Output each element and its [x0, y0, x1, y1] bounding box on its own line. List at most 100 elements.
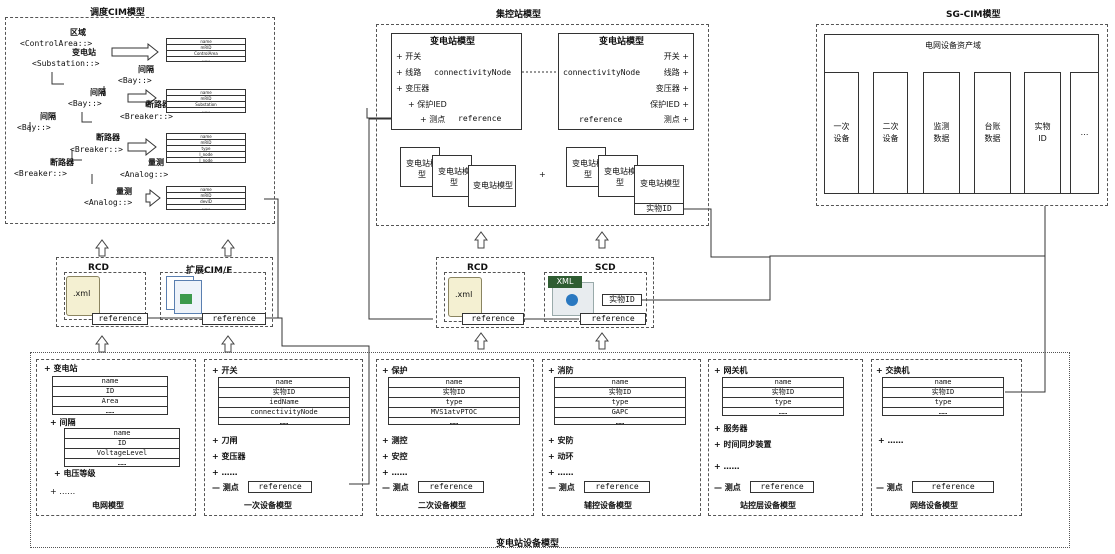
grid-voltage-label: + 电压等级 [54, 469, 96, 478]
aux-item-3: + …… [548, 468, 574, 477]
substation-model-right: 变电站模型 开关 + connectivityNode 线路 + 变压器 + 保… [558, 33, 694, 130]
network-model-panel [871, 359, 1022, 516]
bottom-outer-panel [30, 352, 1070, 548]
dispatch-cim-title: 调度CIM模型 [90, 8, 145, 18]
tree-tag-analog-1: <Analog::> [120, 170, 169, 179]
tree-label-breaker-3: 断路器 [50, 158, 74, 167]
plus-sign: + [539, 170, 546, 179]
rcd-center-reference: reference [462, 313, 524, 325]
secondary-model-caption: 二次设备模型 [418, 501, 466, 510]
sgcim-col-secondary: 二次 设备 [873, 72, 908, 194]
page-stack-left-3: 变电站模型 [468, 165, 516, 207]
tree-label-bay-1: 间隔 [138, 65, 154, 74]
center-panel [376, 24, 709, 226]
primary-model-caption: 一次设备模型 [244, 501, 292, 510]
center-title: 集控站模型 [496, 10, 542, 20]
secondary-model-panel [376, 359, 534, 516]
sgcim-col-ledger: 台账 数据 [974, 72, 1011, 194]
grid-model-panel [36, 359, 196, 516]
tree-tag-bay-3: <Bay::> [17, 123, 51, 132]
station-item-3: + …… [714, 462, 740, 471]
network-fields-table: name 实物ID type …… [882, 377, 1004, 416]
grid-sub-table: name ID Area …… [52, 376, 168, 415]
station-reference: reference [750, 481, 814, 493]
sgcim-panel [816, 24, 1108, 206]
grid-model-caption: 电网模型 [92, 501, 124, 510]
network-model-caption: 网络设备模型 [910, 501, 958, 510]
primary-point-label: — 测点 [212, 483, 239, 492]
sgcim-col-entity-id: 实物 ID [1024, 72, 1061, 194]
secondary-item-2: + 安控 [382, 452, 408, 461]
grid-bay-table: name ID VoltageLevel …… [64, 428, 180, 467]
aux-fields-table: name 实物ID type GAPC …… [554, 377, 686, 426]
secondary-fields-table: name 实物ID type MVS1atvPTOC …… [388, 377, 520, 426]
network-item-1: + …… [878, 436, 904, 445]
tree-tag-substation: <Substation::> [32, 59, 100, 68]
grid-substation-label: + 变电站 [44, 364, 78, 373]
document-stack-icon [166, 276, 206, 314]
network-reference: reference [912, 481, 994, 493]
tree-tag-area: <ControlArea::> [20, 39, 93, 48]
tree-label-area: 区域 [70, 28, 86, 37]
page-stack-right-2: 变电站模型 [598, 155, 638, 197]
xml-file-icon-center: .xml [448, 277, 482, 317]
tree-tag-breaker-3: <Breaker::> [14, 169, 67, 178]
aux-fire-label: + 消防 [548, 366, 574, 375]
tree-tag-analog-2: <Analog::> [84, 198, 133, 207]
aux-model-caption: 辅控设备模型 [584, 501, 632, 510]
primary-reference: reference [248, 481, 312, 493]
mini-table-substation: name mRID Substation …… [166, 89, 246, 113]
xml-file-icon: .xml [66, 276, 100, 316]
bottom-title: 变电站设备模型 [496, 539, 560, 549]
sgcim-col-primary: 一次 设备 [824, 72, 859, 194]
station-item-2: + 时间同步装置 [714, 440, 772, 449]
network-switch-label: + 交换机 [876, 366, 910, 375]
primary-model-panel [204, 359, 363, 516]
rcd-left-title: RCD [88, 263, 110, 273]
primary-fields-table: name 实物ID iedName connectivityNode …… [218, 377, 350, 426]
station-model-caption: 站控层设备模型 [740, 501, 796, 510]
substation-model-left: 变电站模型 + 开关 + 线路 connectivityNode + 变压器 +… [391, 33, 522, 130]
grid-more-label: + …… [50, 487, 76, 496]
primary-switch-label: + 开关 [212, 366, 238, 375]
sgcim-title: SG-CIM模型 [946, 10, 1001, 20]
sgcim-col-monitor: 监测 数据 [923, 72, 960, 194]
mini-table-breaker: name mRID type I_node J_node [166, 133, 246, 163]
tree-tag-bay-1: <Bay::> [118, 76, 152, 85]
sgcim-col-more: … [1070, 72, 1099, 194]
scd-entity-id: 实物ID [602, 294, 642, 306]
primary-item-1: + 刀闸 [212, 436, 238, 445]
rcd-ext-panel [56, 257, 273, 327]
secondary-point-label: — 测点 [382, 483, 409, 492]
primary-item-3: + …… [212, 468, 238, 477]
aux-reference: reference [584, 481, 650, 493]
tree-label-analog-1: 量测 [148, 158, 164, 167]
secondary-protect-label: + 保护 [382, 366, 408, 375]
network-point-label: — 测点 [876, 483, 903, 492]
tree-label-analog-2: 量测 [116, 187, 132, 196]
grid-bay-label: + 间隔 [50, 418, 76, 427]
aux-item-1: + 安防 [548, 436, 574, 445]
ext-cim-reference: reference [202, 313, 266, 325]
page-stack-left-2: 变电站模型 [432, 155, 472, 197]
rcd-left-reference: reference [92, 313, 148, 325]
primary-item-2: + 变压器 [212, 452, 246, 461]
tree-label-breaker-1: 断路器 [146, 100, 170, 109]
center-entity-id: 实物ID [634, 203, 684, 215]
rcd-scd-panel [436, 257, 654, 328]
station-model-panel [708, 359, 863, 516]
scd-xml-icon: XML [548, 276, 598, 316]
station-fields-table: name 实物ID type …… [722, 377, 844, 416]
station-point-label: — 测点 [714, 483, 741, 492]
tree-label-bay-3: 间隔 [40, 112, 56, 121]
secondary-reference: reference [418, 481, 484, 493]
tree-tag-breaker-1: <Breaker::> [120, 112, 173, 121]
secondary-item-3: + …… [382, 468, 408, 477]
scd-title: SCD [595, 263, 616, 273]
scd-reference: reference [580, 313, 646, 325]
aux-item-2: + 动环 [548, 452, 574, 461]
mini-table-control-area: name mRID ControlArea …… [166, 38, 246, 62]
tree-tag-breaker-2: <Breaker::> [70, 145, 123, 154]
aux-model-panel [542, 359, 701, 516]
